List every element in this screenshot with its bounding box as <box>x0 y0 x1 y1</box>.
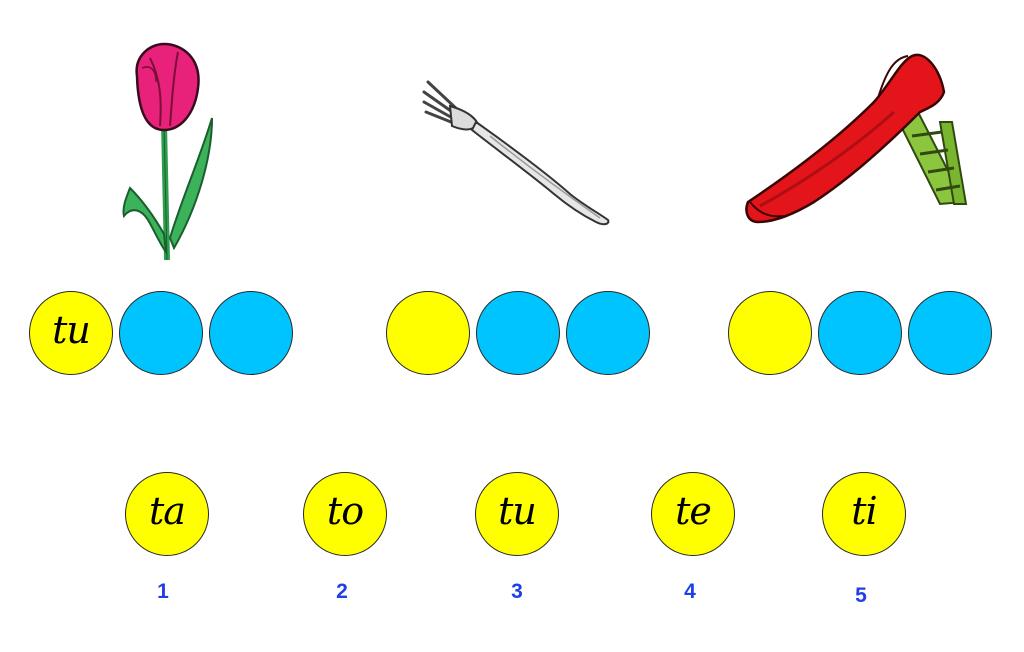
slot-fork-1[interactable] <box>386 291 470 375</box>
syllable-token-te[interactable]: te <box>651 472 735 556</box>
syllable-token-ti[interactable]: ti <box>822 472 906 556</box>
slot-fork-3[interactable] <box>566 291 650 375</box>
syllable-number-4: 4 <box>684 580 696 603</box>
syllable-number-1: 1 <box>157 580 169 603</box>
slot-tulip-2[interactable] <box>119 291 203 375</box>
fork-image <box>420 76 616 228</box>
syllable-token-text: ti <box>851 489 877 533</box>
slot-tulip-1[interactable]: tu <box>29 291 113 375</box>
syllable-token-text: te <box>675 489 712 533</box>
slot-slide-3[interactable] <box>908 291 992 375</box>
syllable-token-text: ta <box>149 489 186 533</box>
syllable-number-5: 5 <box>855 584 867 607</box>
slot-fork-2[interactable] <box>476 291 560 375</box>
syllable-token-text: tu <box>498 489 537 533</box>
syllable-number-2: 2 <box>336 580 348 603</box>
tulip-image <box>112 38 222 264</box>
syllable-token-text: to <box>326 489 364 533</box>
slot-slide-1[interactable] <box>728 291 812 375</box>
slide-image <box>744 52 970 228</box>
slot-slide-2[interactable] <box>818 291 902 375</box>
syllable-token-ta[interactable]: ta <box>125 472 209 556</box>
syllable-token-to[interactable]: to <box>303 472 387 556</box>
syllable-token-tu[interactable]: tu <box>475 472 559 556</box>
syllable-number-3: 3 <box>511 580 523 603</box>
slot-tulip-1-text: tu <box>52 308 91 352</box>
slot-tulip-3[interactable] <box>209 291 293 375</box>
